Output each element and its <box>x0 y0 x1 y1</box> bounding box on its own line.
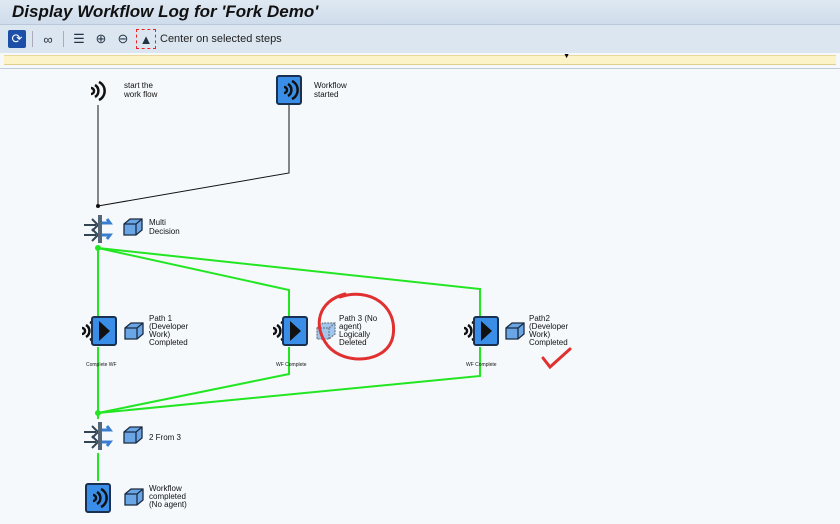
page-title: Display Workflow Log for 'Fork Demo' <box>12 2 319 21</box>
svg-text:2 From 3: 2 From 3 <box>149 433 182 442</box>
center-selection-icon[interactable]: ▲ <box>136 29 156 49</box>
event-icon <box>89 80 106 102</box>
cube-icon <box>505 322 525 340</box>
fork-icon <box>82 213 112 245</box>
refresh-icon[interactable]: ⟳ <box>8 30 26 48</box>
center-selected-steps-button[interactable]: Center on selected steps <box>160 33 282 45</box>
flow-lines <box>95 245 481 481</box>
zoom-in-icon[interactable]: ⊕ <box>95 31 107 46</box>
dropdown-arrow-icon[interactable]: ▼ <box>563 53 570 60</box>
legend-icon[interactable]: ☰ <box>73 31 85 46</box>
cube-icon <box>123 218 143 236</box>
connector-lines <box>96 105 290 208</box>
svg-text:Complete WF: Complete WF <box>86 362 117 368</box>
cube-icon <box>124 488 144 506</box>
cube-icon <box>124 322 144 340</box>
join-icon <box>82 420 112 452</box>
cube-icon <box>123 426 143 444</box>
info-bar: ▼ <box>4 53 836 65</box>
svg-text:WF Complete: WF Complete <box>466 362 497 368</box>
svg-text:WF Complete: WF Complete <box>276 362 307 368</box>
separator <box>63 31 64 47</box>
node-2-from-3[interactable]: 2 From 3 <box>82 420 182 452</box>
red-annotations <box>317 292 572 370</box>
glasses-icon[interactable]: ∞ <box>43 31 53 47</box>
zoom-out-icon[interactable]: ⊖ <box>117 31 129 46</box>
annotation-circle <box>317 292 396 361</box>
annotation-checkmark <box>541 347 572 370</box>
toolbar: ⟳ ∞ ☰ ⊕ ⊖ ▲ Center on selected steps <box>0 25 840 53</box>
separator <box>32 31 33 47</box>
title-bar: Display Workflow Log for 'Fork Demo' <box>0 0 840 25</box>
